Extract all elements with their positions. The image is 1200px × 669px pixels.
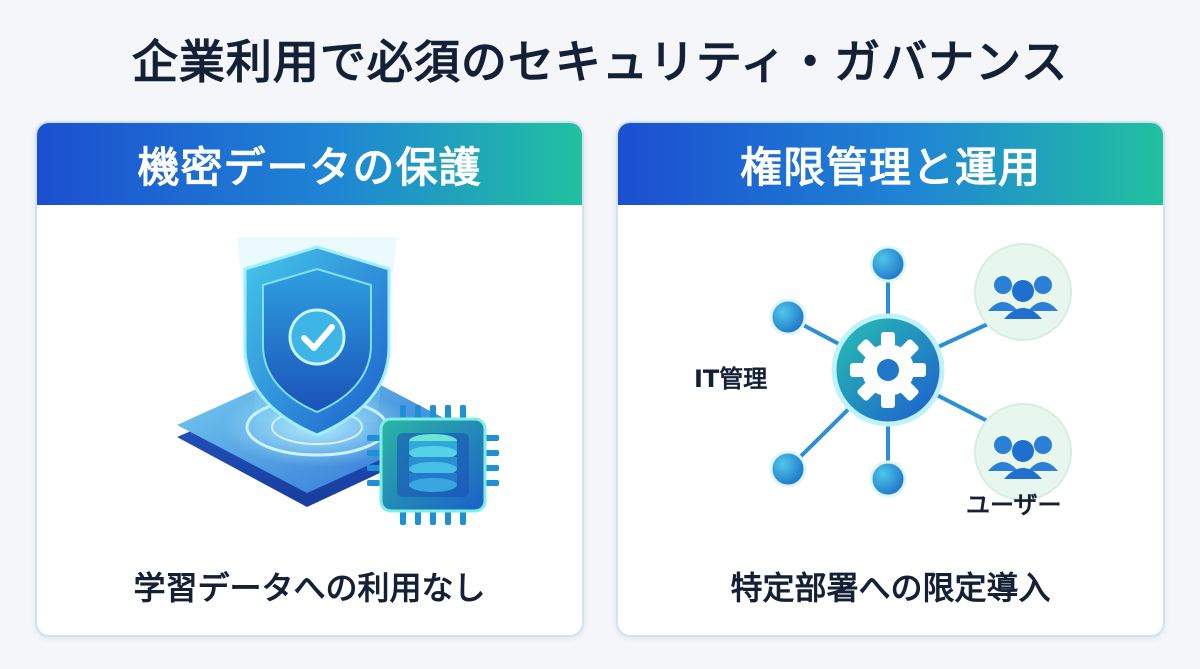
data-chip-icon bbox=[367, 405, 499, 525]
user-label: ユーザー bbox=[966, 491, 1062, 519]
card-access-management: 権限管理と運用 bbox=[616, 121, 1165, 637]
user-group-icon bbox=[974, 243, 1072, 341]
card-header: 権限管理と運用 bbox=[618, 123, 1163, 205]
card-header: 機密データの保護 bbox=[37, 123, 582, 205]
network-node bbox=[769, 245, 907, 498]
card-caption: 学習データへの利用なし bbox=[133, 569, 486, 607]
it-admin-label: IT管理 bbox=[694, 365, 768, 393]
page-title: 企業利用で必須のセキュリティ・ガバナンス bbox=[131, 35, 1069, 89]
card-data-protection: 機密データの保護 bbox=[35, 121, 584, 637]
user-group-icon bbox=[974, 403, 1072, 501]
shield-check-icon bbox=[243, 245, 391, 437]
card-caption: 特定部署への限定導入 bbox=[730, 569, 1051, 607]
data-protection-illustration bbox=[177, 237, 499, 525]
network-illustration bbox=[769, 243, 1072, 501]
gear-hub-icon bbox=[831, 313, 945, 427]
